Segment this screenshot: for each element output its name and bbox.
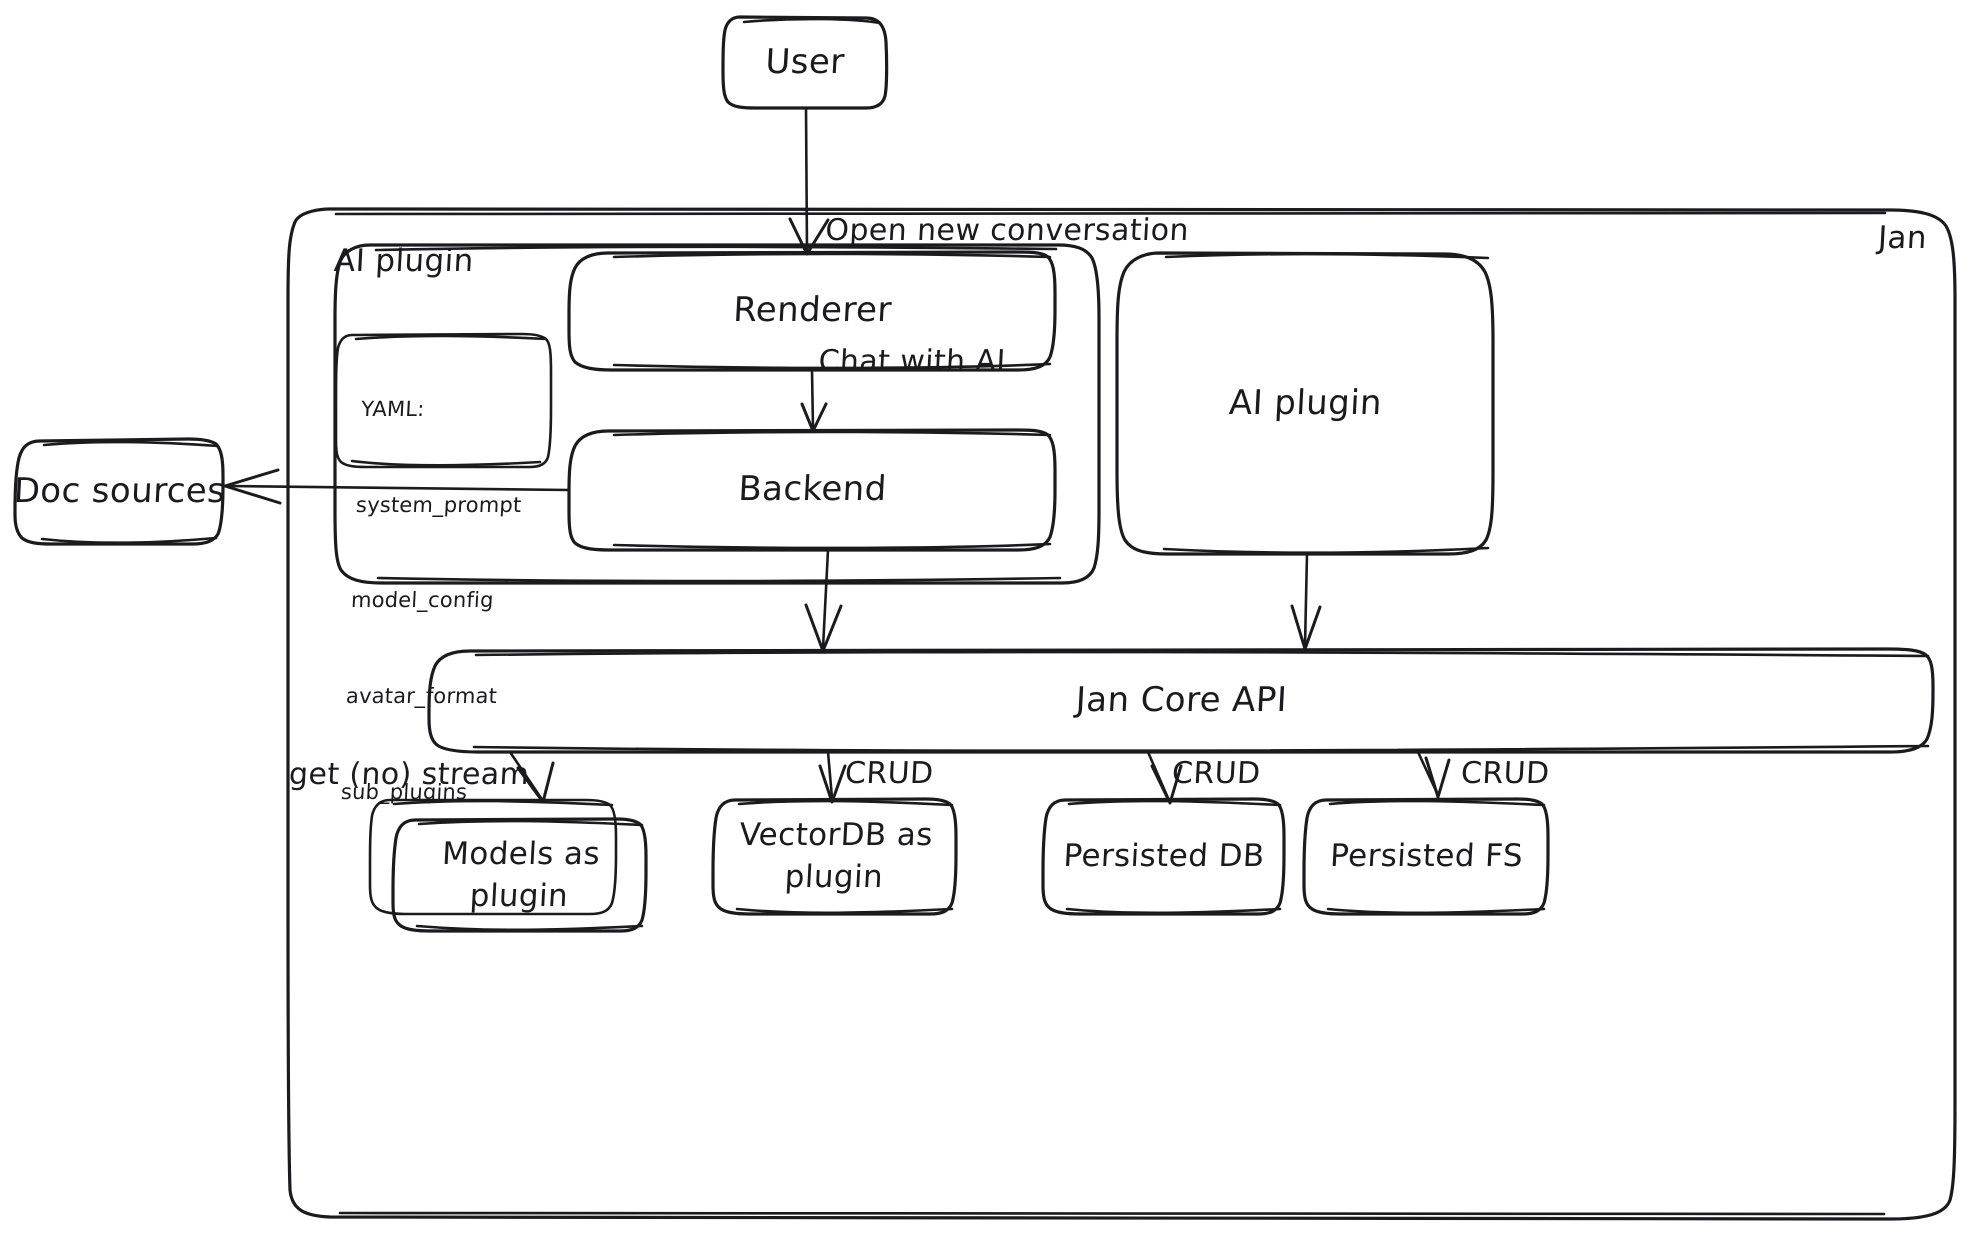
node-yaml-card-shape xyxy=(334,332,553,469)
node-backend-shape[interactable] xyxy=(567,428,1057,552)
node-user-shape[interactable] xyxy=(721,15,889,110)
container-ai-plugin-group-label: AI plugin xyxy=(333,243,475,279)
edge-jan-core-api-to-vectordb-plugin xyxy=(818,750,847,804)
yaml-key-avatar-format: avatar_format xyxy=(345,683,498,708)
edge-renderer-to-backend xyxy=(800,368,828,433)
edge-jan-core-api-to-models-plugin xyxy=(508,750,555,804)
node-renderer-shape[interactable] xyxy=(567,250,1057,372)
node-models-plugin-shape[interactable] xyxy=(368,798,648,933)
node-doc-sources-label: Doc sources xyxy=(12,471,227,512)
edge-jan-core-api-to-persisted-fs xyxy=(1416,750,1451,799)
edge-label-open-new-conversation: Open new conversation Chat with AI xyxy=(813,122,1195,470)
yaml-header: YAML: xyxy=(360,396,426,421)
node-persisted-fs-label: Persisted FS xyxy=(1329,838,1524,875)
edge-user-to-renderer xyxy=(788,106,830,256)
yaml-key-system-prompt: system_prompt xyxy=(355,492,523,517)
node-jan-core-api-label: Jan Core API xyxy=(1074,679,1289,720)
edge-backend-to-jan-core-api xyxy=(804,548,843,653)
node-user-label: User xyxy=(764,42,846,83)
edge-label-crud-persisted-fs: CRUD xyxy=(1460,756,1551,791)
edge-ai-plugin-to-jan-core-api xyxy=(1290,552,1322,651)
node-vectordb-plugin-shape[interactable] xyxy=(711,797,958,916)
container-ai-plugin-group xyxy=(333,243,1101,585)
edge-jan-core-api-to-persisted-db xyxy=(1146,750,1183,805)
node-persisted-db-label: Persisted DB xyxy=(1062,838,1266,875)
container-jan-label: Jan xyxy=(1877,220,1928,256)
edge-label-crud-vectordb: CRUD xyxy=(844,756,935,791)
yaml-key-model-config: model_config xyxy=(350,588,495,613)
node-jan-core-api-shape[interactable] xyxy=(427,647,1935,754)
edge-label-crud-persisted-db: CRUD xyxy=(1171,756,1262,791)
edge-label-line-1: Open new conversation xyxy=(824,213,1190,248)
edge-backend-to-doc-sources xyxy=(223,468,571,505)
node-ai-plugin-right-shape[interactable] xyxy=(1115,251,1495,556)
node-persisted-db-shape[interactable] xyxy=(1041,797,1286,916)
edge-label-get-no-stream: get (no) stream xyxy=(288,757,531,792)
node-persisted-fs-shape[interactable] xyxy=(1302,797,1550,916)
edge-label-line-2: Chat with AI xyxy=(817,343,1007,379)
node-doc-sources-shape[interactable] xyxy=(13,437,225,546)
